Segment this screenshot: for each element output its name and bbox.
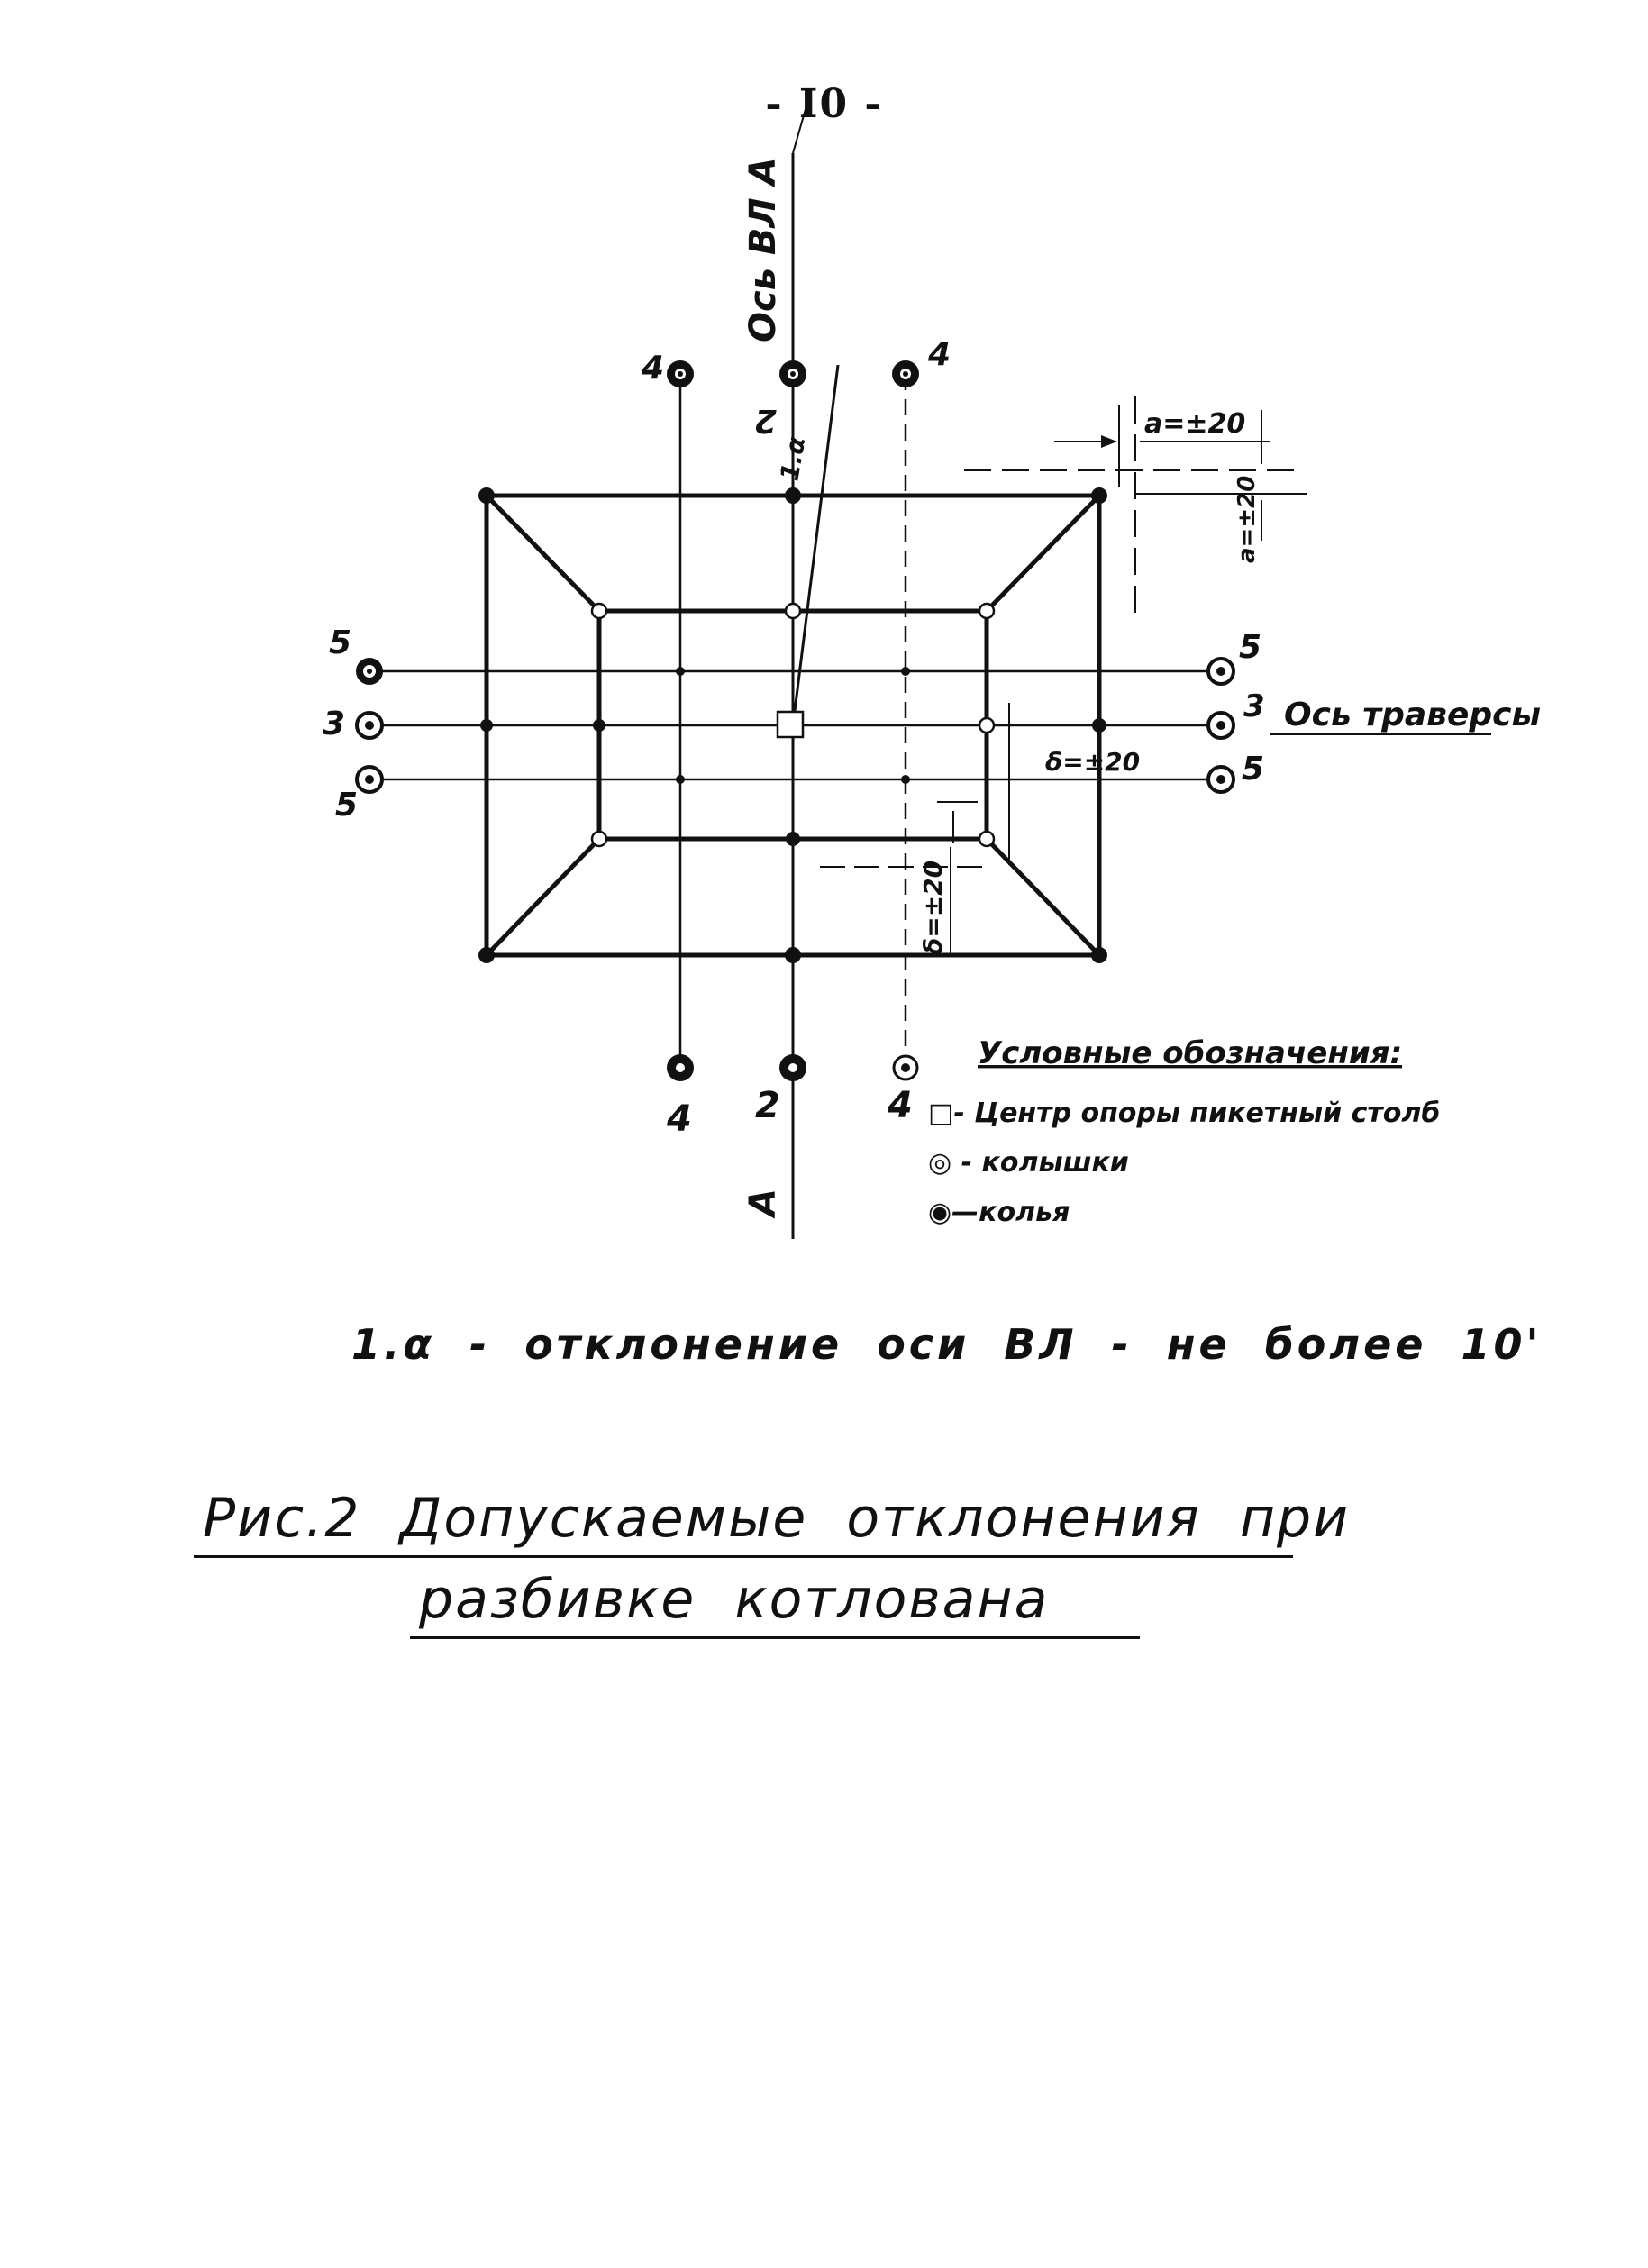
point-label: 4 bbox=[641, 350, 664, 387]
vl-axis-label: Ось ВЛ А bbox=[742, 157, 784, 342]
stake bbox=[779, 1054, 806, 1081]
stake bbox=[355, 765, 384, 794]
point-label: 5 bbox=[329, 624, 351, 661]
node bbox=[784, 602, 802, 620]
stake bbox=[1206, 765, 1235, 794]
legend-item-center: □- Центр опоры пикетный столб bbox=[928, 1098, 1440, 1129]
stake bbox=[355, 711, 384, 740]
deviation-note: 1.α - отклонение оси ВЛ - не более 10' bbox=[351, 1320, 1543, 1369]
node bbox=[978, 602, 996, 620]
node bbox=[593, 719, 605, 732]
slope-line-tr bbox=[985, 494, 1101, 613]
angle-label: 1.α bbox=[774, 433, 811, 483]
slope-line-tl bbox=[485, 494, 601, 613]
contour-nodes bbox=[478, 487, 1107, 963]
node bbox=[590, 830, 608, 848]
node bbox=[978, 716, 996, 734]
node bbox=[785, 487, 801, 504]
point-label: 5 bbox=[1239, 629, 1261, 666]
stake bbox=[1206, 657, 1235, 686]
point-label: 3 bbox=[323, 706, 345, 742]
dim-delta-bottom-label: δ=±20 bbox=[918, 861, 948, 955]
vl-axis-extension bbox=[792, 89, 812, 154]
slope-line-br bbox=[985, 837, 1101, 957]
node bbox=[480, 719, 493, 732]
legend-title: Условные обозначения: bbox=[978, 1035, 1402, 1071]
section-marker-label: А bbox=[742, 1189, 784, 1219]
point-label: 2 bbox=[755, 1085, 780, 1126]
stake bbox=[356, 658, 383, 685]
node bbox=[786, 832, 800, 846]
stake bbox=[1206, 711, 1235, 740]
stake bbox=[667, 360, 694, 387]
point-label: 5 bbox=[1242, 751, 1264, 788]
node bbox=[676, 667, 685, 676]
point-label: 2 bbox=[754, 402, 777, 439]
node bbox=[1092, 718, 1106, 733]
legend-item-large-stake: ◉—колья bbox=[928, 1197, 1070, 1228]
hollow-nodes bbox=[590, 602, 996, 848]
stake bbox=[892, 1054, 919, 1081]
figure-caption-line1: Рис.2 Допускаемые отклонения при bbox=[194, 1487, 1348, 1558]
node bbox=[901, 775, 910, 784]
stake bbox=[892, 360, 919, 387]
stake bbox=[667, 1054, 694, 1081]
dim-a-side-label: a=±20 bbox=[1234, 476, 1261, 563]
node bbox=[901, 667, 910, 676]
point-label: 4 bbox=[887, 1085, 913, 1126]
traverse-axis-label: Ось траверсы bbox=[1284, 697, 1541, 733]
node bbox=[590, 602, 608, 620]
page-number: - I0 - bbox=[765, 81, 883, 127]
node bbox=[978, 830, 996, 848]
slope-line-bl bbox=[485, 837, 601, 957]
point-label: 5 bbox=[335, 787, 358, 824]
legend-item-small-stake: ◎ - колышки bbox=[928, 1147, 1129, 1179]
node bbox=[676, 775, 685, 784]
deviated-axis-line bbox=[791, 364, 840, 726]
node bbox=[785, 947, 801, 963]
node bbox=[478, 487, 495, 504]
stake bbox=[779, 360, 806, 387]
point-label: 4 bbox=[666, 1098, 692, 1140]
node bbox=[1091, 487, 1107, 504]
pole-center-square bbox=[776, 710, 805, 739]
figure-caption-line2: разбивке котлована bbox=[410, 1568, 1140, 1639]
node bbox=[1091, 947, 1107, 963]
point-label: 3 bbox=[1243, 688, 1265, 724]
dim-a-top-label: a=±20 bbox=[1144, 408, 1245, 440]
point-label: 4 bbox=[927, 336, 951, 373]
dim-delta-right-label: δ=±20 bbox=[1045, 747, 1140, 777]
node bbox=[478, 947, 495, 963]
dim-a-arrowhead bbox=[1101, 435, 1117, 448]
